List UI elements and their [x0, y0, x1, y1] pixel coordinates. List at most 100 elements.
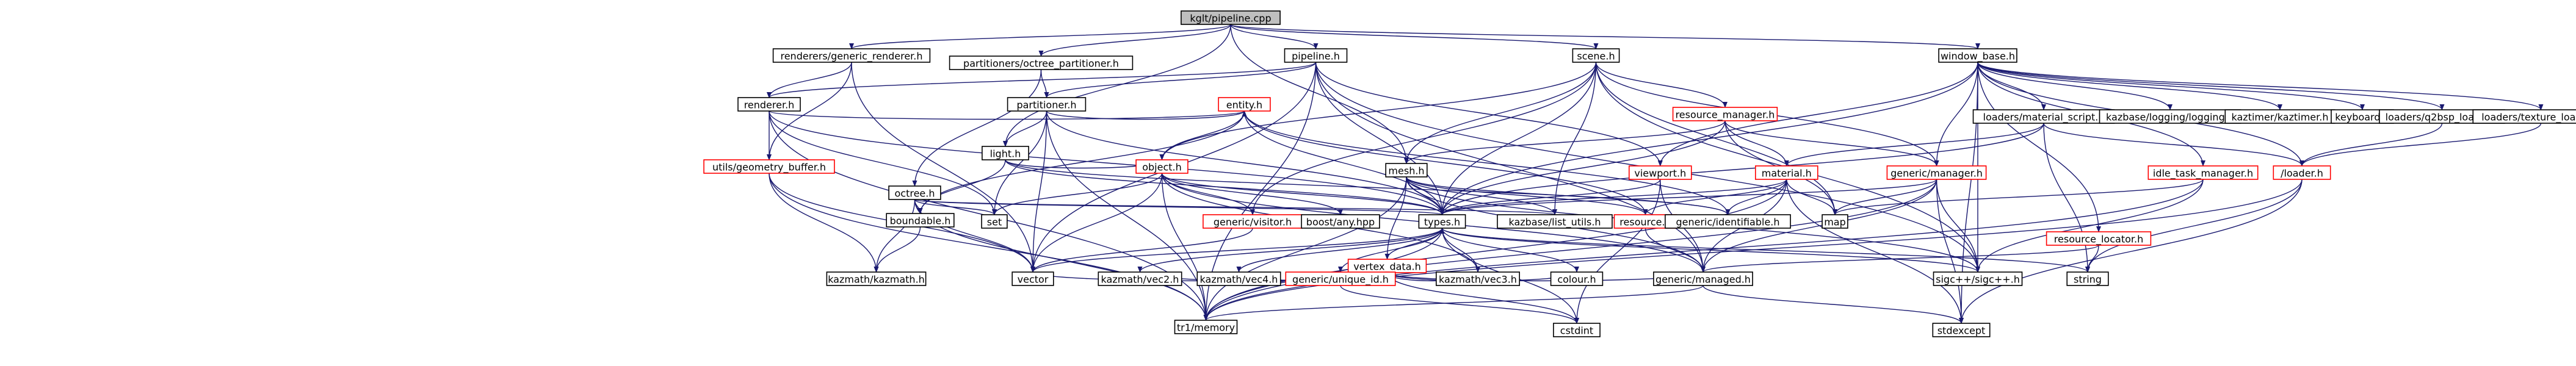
node-resource_manager[interactable]: resource_manager.h	[1672, 107, 1778, 121]
edge-octree_partitioner-to-partitioner_h	[1040, 69, 1049, 98]
edge-scene_h-to-types_h	[1439, 62, 1597, 215]
node-string[interactable]: string	[2066, 271, 2109, 286]
node-cstdint[interactable]: cstdint	[1553, 323, 1601, 337]
edge-octree_partitioner-to-octree_h	[912, 69, 1042, 187]
node-kaztimer[interactable]: kaztimer/kaztimer.h	[2224, 109, 2335, 124]
node-label-tr1_memory: tr1/memory	[1177, 322, 1235, 334]
node-vertex_data[interactable]: vertex_data.h	[1347, 259, 1427, 273]
node-colour_h[interactable]: colour.h	[1550, 271, 1604, 286]
edge-generic_manager-to-map	[1833, 179, 1937, 215]
node-generic_renderer[interactable]: renderers/generic_renderer.h	[772, 48, 931, 63]
node-box-set	[981, 214, 1008, 229]
node-resource_locator[interactable]: resource_locator.h	[2046, 231, 2152, 246]
nodes-layer: kglt/pipeline.cpp renderers/generic_rende…	[703, 10, 2576, 337]
node-types_h[interactable]: types.h	[1418, 214, 1466, 229]
node-kazmath_vec3[interactable]: kazmath/vec3.h	[1436, 271, 1521, 286]
node-label-keyboard: keyboard.h	[2335, 112, 2389, 123]
node-label-pipeline_cpp: kglt/pipeline.cpp	[1190, 13, 1271, 24]
node-partitioner_h[interactable]: partitioner.h	[1007, 97, 1087, 112]
node-set[interactable]: set	[981, 214, 1008, 229]
node-label-object_h: object.h	[1142, 162, 1182, 173]
node-resource_h[interactable]: resource.h	[1613, 214, 1677, 229]
edge-pipeline_h-to-renderer_h	[767, 62, 1317, 98]
node-sigcxx[interactable]: sigc++/sigc++.h	[1933, 271, 2023, 286]
node-loader_h[interactable]: /loader.h	[2273, 165, 2331, 180]
edge-octree_h-to-set	[914, 199, 997, 215]
node-loaders_material_script[interactable]: loaders/material_script.h	[1972, 109, 2115, 124]
node-material_h[interactable]: material.h	[1755, 165, 1818, 180]
node-box-mesh_h	[1385, 163, 1428, 178]
edge-octree_h-to-kazbase_list_utils	[914, 199, 1557, 215]
node-box-generic_renderer	[772, 48, 931, 63]
node-kazmath_vec4[interactable]: kazmath/vec4.h	[1196, 271, 1281, 286]
node-label-pipeline_h: pipeline.h	[1292, 51, 1340, 62]
node-kazbase_logging[interactable]: kazbase/logging/logging.h	[2099, 109, 2241, 124]
node-box-generic_manager	[1886, 165, 1987, 180]
node-texture_loader[interactable]: loaders/texture_loader.h	[2472, 109, 2576, 124]
edge-partitioner_h-to-types_h	[1046, 110, 1445, 215]
edge-mesh_h-to-resource_h	[1406, 176, 1648, 215]
node-label-vector: vector	[1018, 274, 1049, 285]
node-stdexcept[interactable]: stdexcept	[1932, 323, 1991, 337]
edge-loader_h-to-string	[2085, 179, 2303, 273]
node-scene_h[interactable]: scene.h	[1572, 48, 1620, 63]
edge-light_h-to-boundable_h	[917, 159, 1006, 214]
node-pipeline_h[interactable]: pipeline.h	[1284, 48, 1348, 63]
edge-resource_manager-to-types_h	[1439, 120, 1726, 215]
node-utils_geometry_buffer[interactable]: utils/geometry_buffer.h	[703, 159, 835, 174]
node-boundable_h[interactable]: boundable.h	[886, 213, 955, 228]
node-label-generic_visitor: generic/visitor.h	[1214, 217, 1292, 228]
node-label-texture_loader: loaders/texture_loader.h	[2481, 112, 2576, 124]
node-label-map: map	[1824, 217, 1846, 228]
edge-window_base-to-q2bsp_loader	[1977, 62, 2445, 110]
node-box-map	[1822, 214, 1848, 229]
node-generic_identifiable[interactable]: generic/identifiable.h	[1665, 214, 1791, 229]
node-kazbase_list_utils[interactable]: kazbase/list_utils.h	[1497, 214, 1613, 229]
node-vector[interactable]: vector	[1011, 271, 1054, 286]
edge-pipeline_h-to-viewport_h	[1315, 62, 1663, 167]
node-label-idle_task_manager: idle_task_manager.h	[2153, 168, 2253, 180]
node-generic_visitor[interactable]: generic/visitor.h	[1203, 214, 1303, 229]
node-label-utils_geometry_buffer: utils/geometry_buffer.h	[712, 162, 826, 174]
node-kazmath_kazmath[interactable]: kazmath/kazmath.h	[826, 271, 927, 286]
node-generic_unique_id[interactable]: generic/unique_id.h	[1285, 271, 1396, 286]
node-label-material_h: material.h	[1762, 168, 1812, 179]
edge-generic_manager-to-generic_managed	[1701, 179, 1937, 273]
node-entity_h[interactable]: entity.h	[1218, 97, 1271, 112]
node-box-resource_manager	[1672, 107, 1778, 121]
node-label-q2bsp_loader: loaders/q2bsp_loader.h	[2386, 112, 2499, 124]
edge-partitioner_h-to-vector	[1030, 110, 1047, 273]
node-renderer_h[interactable]: renderer.h	[737, 97, 801, 112]
node-octree_h[interactable]: octree.h	[888, 185, 941, 200]
node-boost_any[interactable]: boost/any.hpp	[1301, 214, 1380, 229]
node-kazmath_vec2[interactable]: kazmath/vec2.h	[1098, 271, 1182, 286]
node-label-loader_h: /loader.h	[2281, 168, 2323, 179]
node-map[interactable]: map	[1822, 214, 1848, 229]
node-box-viewport_h	[1629, 165, 1692, 180]
node-idle_task_manager[interactable]: idle_task_manager.h	[2147, 165, 2259, 180]
edge-window_base-to-types_h	[1439, 62, 1978, 215]
edge-types_h-to-string	[1441, 228, 2090, 273]
node-mesh_h[interactable]: mesh.h	[1385, 163, 1428, 178]
edge-object_h-to-set	[992, 173, 1163, 215]
edge-partitioner_h-to-light_h	[1003, 110, 1047, 147]
node-box-kazmath_kazmath	[826, 271, 927, 286]
node-tr1_memory[interactable]: tr1/memory	[1174, 320, 1238, 334]
node-box-octree_partitioner	[949, 56, 1134, 70]
node-viewport_h[interactable]: viewport.h	[1629, 165, 1692, 180]
node-light_h[interactable]: light.h	[982, 146, 1029, 160]
edge-generic_manager-to-stdexcept	[1936, 179, 1964, 324]
edge-scene_h-to-resource_manager	[1595, 62, 1728, 108]
node-generic_manager[interactable]: generic/manager.h	[1886, 165, 1987, 180]
edge-partitioner_h-to-entity_h	[1046, 110, 1247, 120]
node-octree_partitioner[interactable]: partitioners/octree_partitioner.h	[949, 56, 1134, 70]
node-keyboard[interactable]: keyboard.h	[2331, 109, 2394, 124]
edge-loaders_material_script-to-loader_h	[2043, 123, 2304, 167]
node-pipeline_cpp[interactable]: kglt/pipeline.cpp	[1181, 10, 1281, 25]
node-box-object_h	[1135, 159, 1189, 174]
node-generic_managed[interactable]: generic/managed.h	[1653, 271, 1753, 286]
node-box-stdexcept	[1932, 323, 1991, 337]
node-object_h[interactable]: object.h	[1135, 159, 1189, 174]
node-window_base[interactable]: window_base.h	[1938, 48, 2017, 63]
edge-types_h-to-colour_h	[1441, 228, 1579, 273]
